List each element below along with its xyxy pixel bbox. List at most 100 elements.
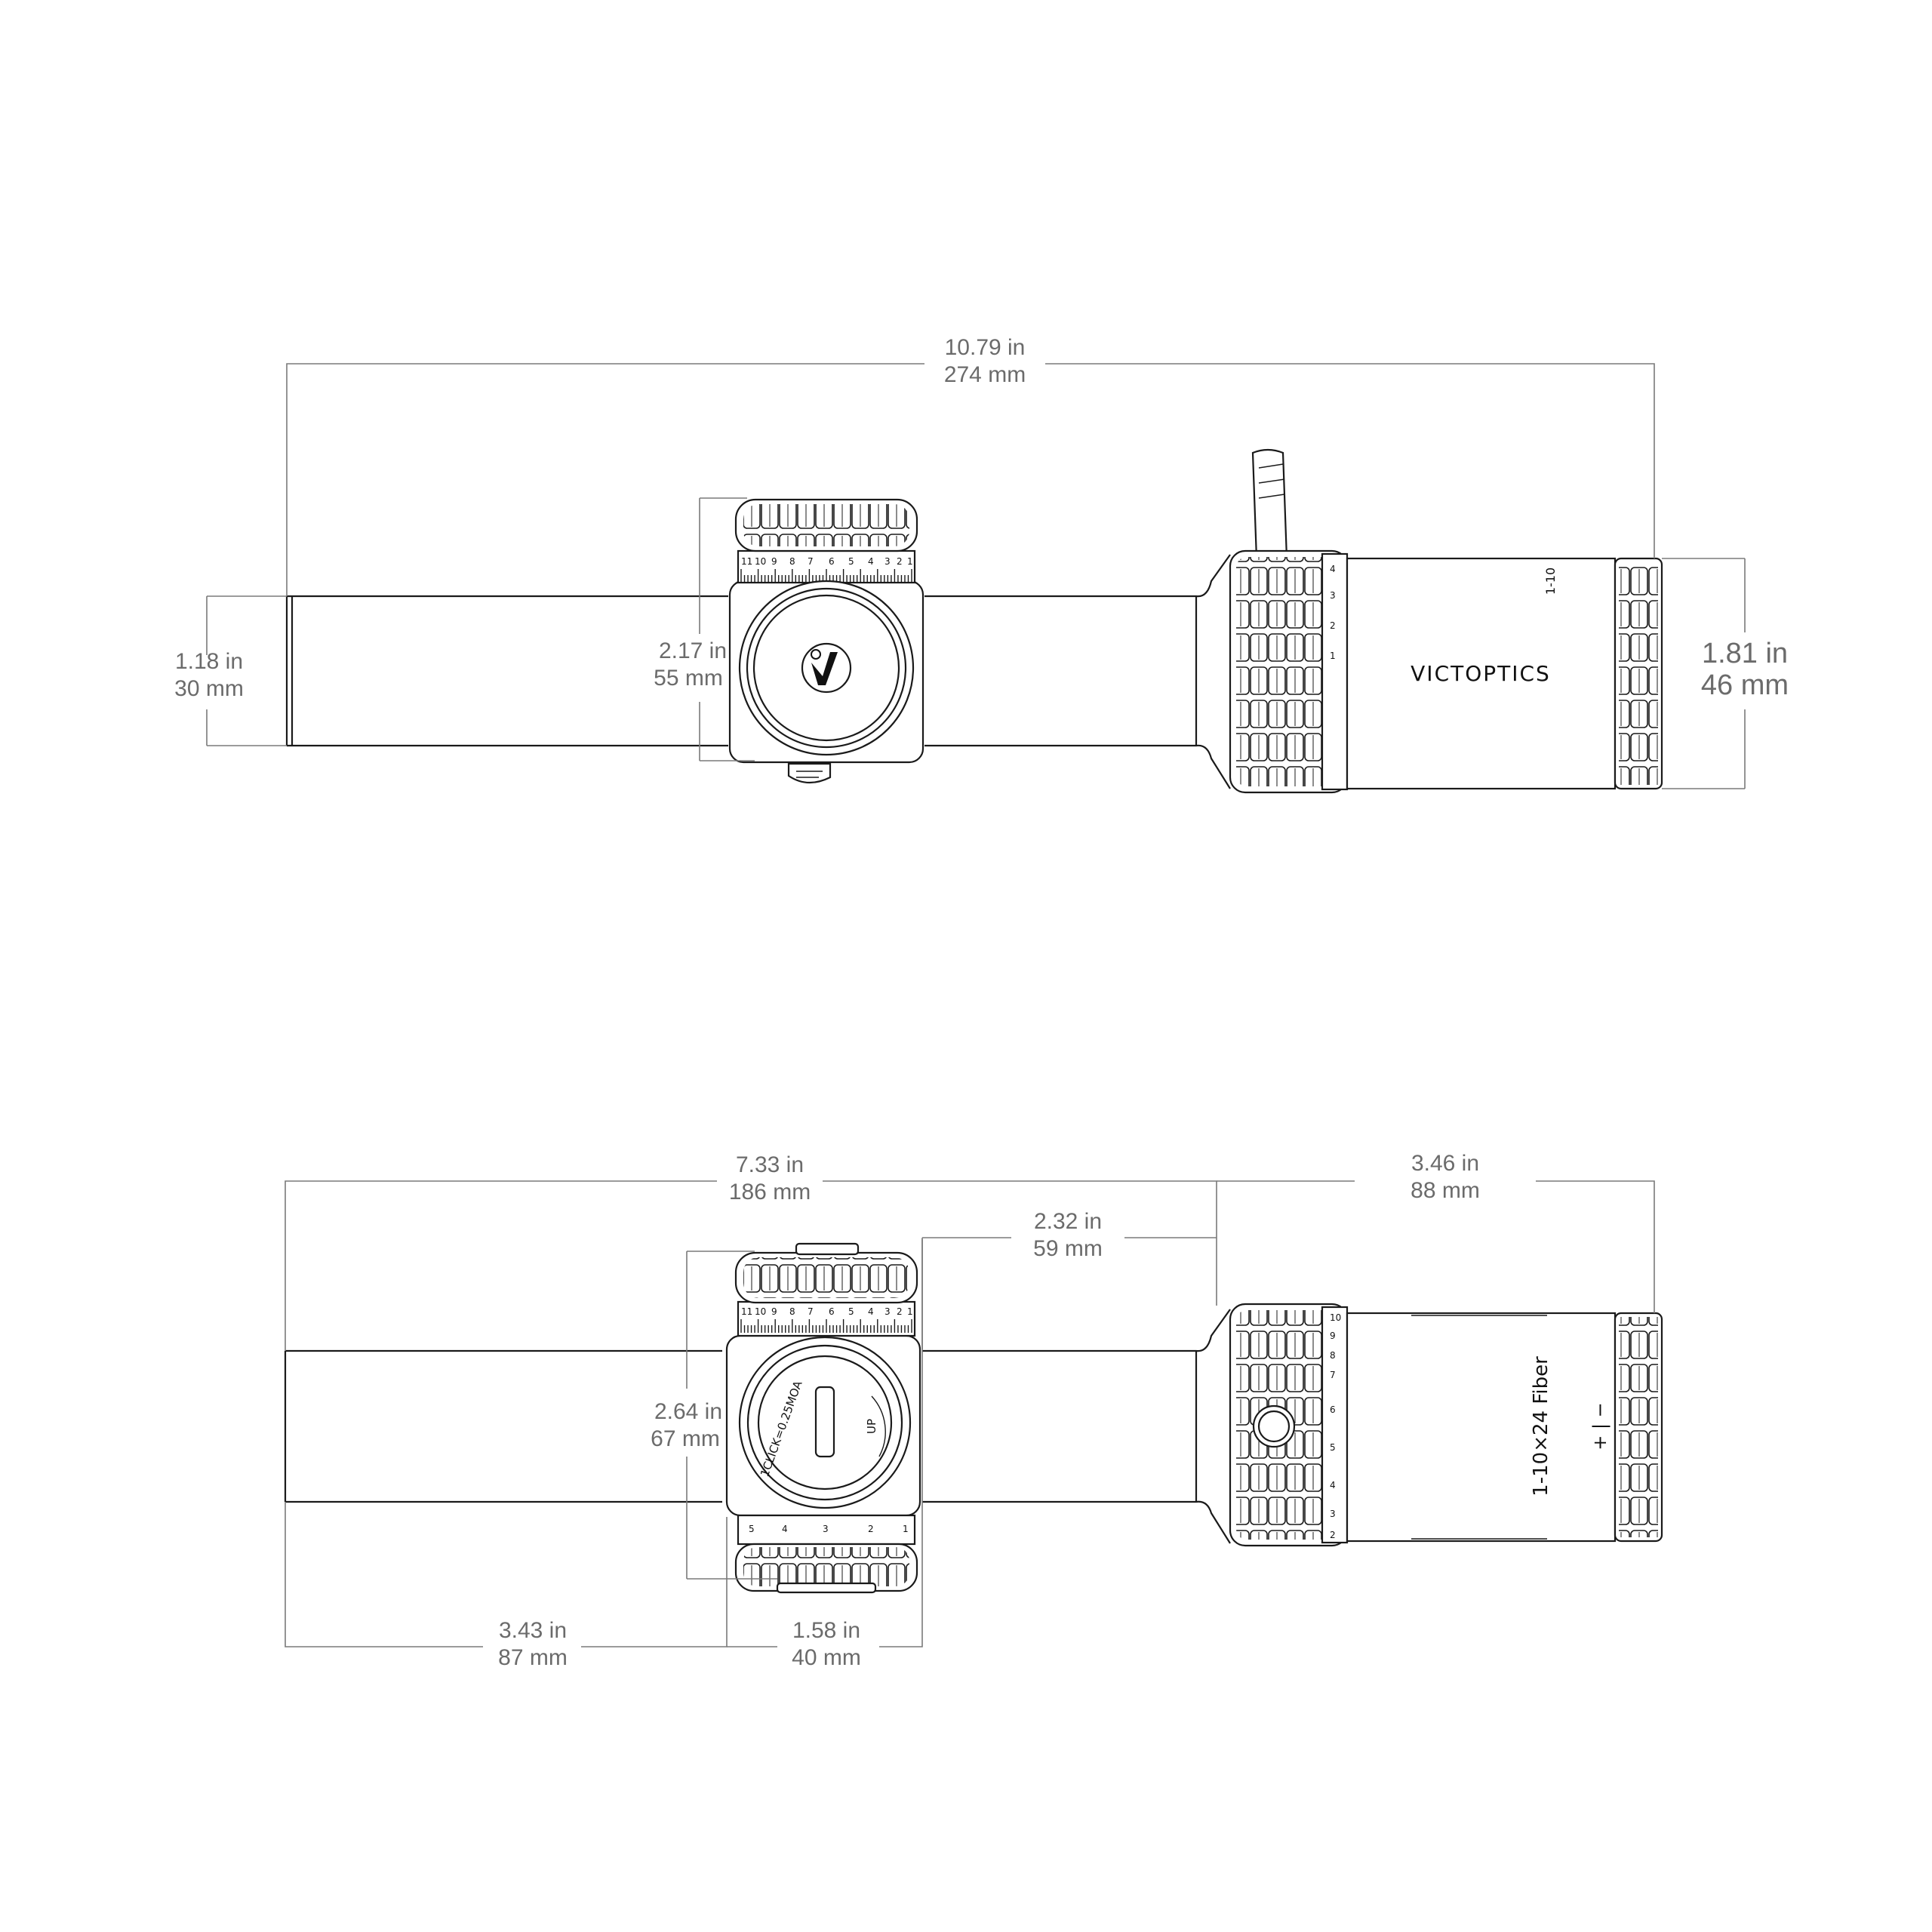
side-lower-knurl <box>743 1547 909 1586</box>
dim-turret-height-top-in: 2.17 in <box>659 638 727 663</box>
side-zoom-3: 3 <box>1330 1509 1336 1519</box>
dim-overall-length-mm: 274 mm <box>944 362 1026 387</box>
dim-eyepiece-length-in: 3.46 in <box>1411 1151 1479 1176</box>
dim-objective-diameter-in: 1.81 in <box>1702 638 1788 669</box>
dim-turret-width-line <box>727 1239 923 1647</box>
dim-turret-width-mm: 40 mm <box>792 1645 861 1670</box>
coin-slot-icon <box>814 1386 835 1458</box>
up-label: UP <box>865 1419 878 1434</box>
side-up-scale-7: 7 <box>808 1306 814 1317</box>
side-zoom-7: 7 <box>1330 1370 1336 1380</box>
top-scale-10: 10 <box>755 556 766 567</box>
side-windage-cap-ring <box>746 1344 903 1501</box>
side-low-scale-3: 3 <box>823 1524 829 1534</box>
top-scale-7: 7 <box>808 556 814 567</box>
top-model-label: 1-10 <box>1543 568 1558 595</box>
top-scale-5: 5 <box>848 556 854 567</box>
side-main-tube <box>285 1309 1231 1544</box>
dim-turret-to-eyepiece-mm: 59 mm <box>1033 1236 1103 1261</box>
top-zoom-2: 2 <box>1330 620 1336 631</box>
top-logo-disc <box>801 642 852 694</box>
top-scale-2: 2 <box>897 556 903 567</box>
top-scale-9: 9 <box>771 556 777 567</box>
side-up-scale-4: 4 <box>868 1306 874 1317</box>
dim-turret-height-side-mm: 67 mm <box>651 1426 720 1451</box>
dim-front-to-turret-in: 3.43 in <box>499 1618 567 1643</box>
side-zoom-9: 9 <box>1330 1331 1336 1341</box>
top-mount-tab <box>787 762 832 784</box>
side-up-scale-11: 11 <box>741 1306 752 1317</box>
top-scale-6: 6 <box>829 556 835 567</box>
top-view: 11 10 9 8 7 6 5 4 3 2 1 <box>285 448 1663 794</box>
side-eyepiece-body <box>1346 1312 1617 1543</box>
top-brand-label: VICTOPTICS <box>1411 661 1551 686</box>
side-up-scale-9: 9 <box>771 1306 777 1317</box>
top-zoom-4: 4 <box>1330 564 1336 574</box>
side-lower-bottom-ring <box>776 1582 877 1594</box>
top-eyepiece-body <box>1346 557 1617 790</box>
side-zoom-8: 8 <box>1330 1350 1336 1361</box>
side-low-scale-5: 5 <box>749 1524 755 1534</box>
up-arrow-icon <box>871 1395 886 1457</box>
logo-icon <box>811 649 838 685</box>
dim-front-to-eyepiece-in: 7.33 in <box>736 1152 804 1177</box>
dim-turret-height-side-in: 2.64 in <box>654 1399 722 1424</box>
top-scale-1: 1 <box>907 556 913 567</box>
dim-overall-length-in: 10.79 in <box>945 335 1026 360</box>
side-up-scale-10: 10 <box>755 1306 766 1317</box>
dim-overall-length-line <box>286 363 1655 596</box>
dim-eyepiece-length-line <box>1217 1180 1655 1313</box>
top-scale-4: 4 <box>868 556 874 567</box>
diopter-plus-minus: + | − <box>1589 1402 1611 1451</box>
dim-tube-diameter-mm: 30 mm <box>174 676 244 701</box>
dim-eyepiece-length-mm: 88 mm <box>1411 1178 1480 1203</box>
side-low-scale-4: 4 <box>782 1524 788 1534</box>
top-zoom-1: 1 <box>1330 651 1336 661</box>
top-zoom-knurl <box>1236 557 1342 786</box>
side-upper-scale: 11 10 9 8 7 6 5 4 3 2 1 <box>740 1306 913 1333</box>
illumination-button-inner <box>1257 1410 1291 1443</box>
side-zoom-5: 5 <box>1330 1442 1336 1453</box>
side-up-scale-2: 2 <box>897 1306 903 1317</box>
top-scale-11: 11 <box>741 556 752 567</box>
dimension-labels: 10.79 in 274 mm 1.18 in 30 mm 2.17 in 55… <box>174 335 1789 1670</box>
side-upper-knurl <box>743 1257 909 1298</box>
throw-lever <box>1251 448 1288 568</box>
top-zoom-number-band <box>1321 552 1349 791</box>
top-zoom-numbers: 1 2 3 4 <box>1330 564 1336 661</box>
side-zoom-number-band <box>1321 1306 1349 1544</box>
side-view: 11 10 9 8 7 6 5 4 3 2 1 5 4 3 2 1 <box>284 1242 1663 1594</box>
top-zoom-3: 3 <box>1330 590 1336 601</box>
side-model-label: 1-10×24 Fiber <box>1530 1356 1552 1497</box>
top-scale-8: 8 <box>789 556 795 567</box>
dim-tube-diameter-in: 1.18 in <box>175 649 243 674</box>
side-up-scale-3: 3 <box>884 1306 891 1317</box>
side-low-scale-2: 2 <box>868 1524 874 1534</box>
side-up-scale-1: 1 <box>907 1306 913 1317</box>
side-zoom-numbers: 2 3 4 5 6 7 8 9 10 <box>1330 1312 1341 1540</box>
side-zoom-10: 10 <box>1330 1312 1341 1323</box>
top-windage-cap-ring <box>746 587 907 749</box>
dim-objective-diameter-mm: 46 mm <box>1701 669 1789 701</box>
side-up-scale-6: 6 <box>829 1306 835 1317</box>
side-zoom-4: 4 <box>1330 1480 1336 1491</box>
dim-turret-width-in: 1.58 in <box>792 1618 860 1643</box>
side-up-scale-8: 8 <box>789 1306 795 1317</box>
side-zoom-6: 6 <box>1330 1404 1336 1415</box>
top-focus-knurl <box>1619 562 1658 785</box>
dim-tube-diameter-line <box>206 595 287 746</box>
side-upper-top-cap <box>795 1242 860 1256</box>
top-main-tube <box>287 554 1231 789</box>
side-focus-knurl <box>1619 1317 1658 1537</box>
dim-front-to-eyepiece-mm: 186 mm <box>729 1180 811 1204</box>
dim-turret-to-eyepiece-in: 2.32 in <box>1034 1209 1102 1234</box>
dim-turret-height-top-line <box>699 497 755 761</box>
dim-turret-height-top-mm: 55 mm <box>654 666 723 691</box>
dim-front-to-turret-mm: 87 mm <box>498 1645 568 1670</box>
top-elevation-knurl <box>743 504 909 546</box>
top-windage-cap-inner <box>752 594 900 742</box>
side-zoom-2: 2 <box>1330 1530 1336 1540</box>
dim-turret-height-side-line <box>686 1251 777 1580</box>
dimension-lines <box>206 363 1746 1647</box>
